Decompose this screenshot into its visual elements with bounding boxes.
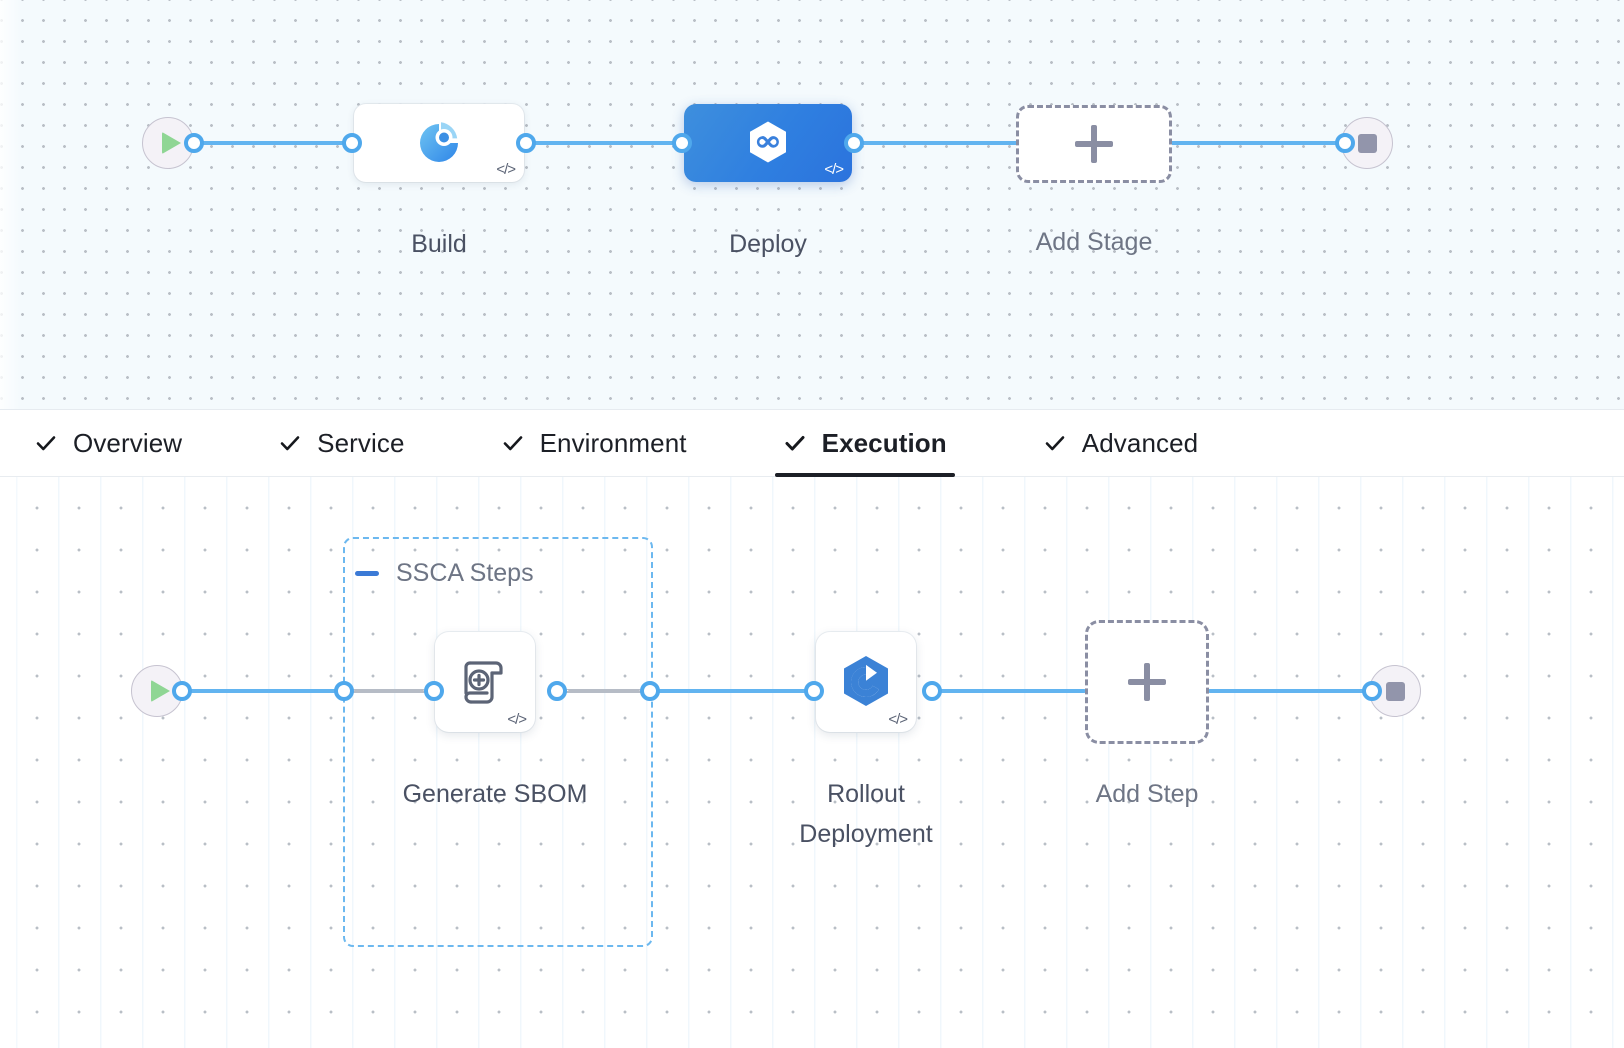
port-rollout-in[interactable]: [804, 681, 824, 701]
stop-icon: [1357, 133, 1377, 153]
step-node-rollout-deployment[interactable]: </>: [816, 632, 916, 732]
sbom-scroll-icon: [464, 661, 503, 704]
tab-label: Environment: [539, 427, 687, 458]
step-group-header[interactable]: SSCA Steps: [355, 559, 534, 588]
tab-environment[interactable]: Environment: [495, 410, 693, 477]
port-end-in[interactable]: [1335, 133, 1355, 153]
stage-node-build[interactable]: </>: [354, 104, 524, 182]
add-step-button[interactable]: [1085, 620, 1209, 744]
port-build-out[interactable]: [516, 133, 536, 153]
code-badge-icon: </>: [507, 711, 527, 728]
connector-deploy-to-addstage: [838, 141, 1028, 145]
connector-build-to-deploy: [512, 141, 702, 145]
tab-label: Overview: [73, 427, 183, 458]
tab-advanced[interactable]: Advanced: [1037, 410, 1204, 477]
port-sbom-in[interactable]: [424, 681, 444, 701]
minus-icon[interactable]: [355, 571, 379, 576]
connector-sbom-to-groupout: [564, 689, 644, 693]
step-group-title: SSCA Steps: [396, 559, 534, 587]
check-icon: [785, 436, 805, 451]
tab-service[interactable]: Service: [272, 410, 410, 477]
tab-label: Service: [317, 427, 405, 458]
check-icon: [503, 436, 522, 451]
port-deploy-in[interactable]: [672, 133, 692, 153]
stage-label-deploy: Deploy: [729, 230, 807, 258]
plus-icon: [1128, 663, 1166, 701]
plus-icon: [1075, 125, 1113, 163]
check-icon: [1045, 436, 1065, 451]
connector-addstep-to-end: [1208, 689, 1368, 693]
add-step-label: Add Step: [1095, 780, 1199, 808]
tab-label: Execution: [821, 427, 947, 458]
code-badge-icon: </>: [824, 161, 844, 178]
stage-config-tabs[interactable]: Overview Service Environment Execution A…: [0, 410, 1624, 477]
add-stage-label: Add Stage: [1035, 228, 1153, 256]
tab-execution[interactable]: Execution: [774, 410, 955, 477]
port-steps-end-in[interactable]: [1362, 681, 1382, 701]
port-rollout-out[interactable]: [922, 681, 942, 701]
tab-label: Advanced: [1081, 427, 1199, 458]
port-group-out[interactable]: [640, 681, 660, 701]
step-node-generate-sbom[interactable]: </>: [435, 632, 535, 732]
port-deploy-out[interactable]: [844, 133, 864, 153]
tab-overview[interactable]: Overview: [28, 410, 188, 477]
connector-group-to-rollout: [652, 689, 814, 693]
step-label-generate-sbom: Generate SBOM: [402, 780, 588, 808]
step-group-ssca[interactable]: [343, 537, 653, 947]
connector-rollout-to-addstep: [930, 689, 1086, 693]
port-sbom-out[interactable]: [547, 681, 567, 701]
pipeline-start-node[interactable]: [142, 117, 194, 169]
stage-label-build: Build: [411, 230, 467, 258]
connector-addstage-to-end: [1160, 141, 1360, 145]
build-pie-icon: [420, 122, 458, 162]
play-icon: [150, 680, 170, 702]
connector-start-to-group: [176, 689, 346, 693]
port-start-out[interactable]: [184, 133, 204, 153]
code-badge-icon: </>: [496, 161, 516, 178]
play-icon: [161, 132, 181, 154]
execution-steps-canvas[interactable]: SSCA Steps </> Generate SBOM: [0, 477, 1624, 1048]
stop-icon: [1385, 681, 1405, 701]
port-build-in[interactable]: [342, 133, 362, 153]
port-group-in[interactable]: [334, 681, 354, 701]
check-icon: [280, 436, 300, 451]
connector-start-to-build: [186, 141, 362, 145]
step-label-rollout-deployment: Rollout Deployment: [799, 780, 933, 848]
harness-infinity-icon: [750, 121, 786, 163]
port-steps-start-out[interactable]: [172, 681, 192, 701]
connector-group-to-sbom: [350, 689, 428, 693]
code-badge-icon: </>: [888, 711, 908, 728]
stage-pipeline-canvas[interactable]: </> Build </> Deploy Add Stage: [0, 0, 1624, 410]
stage-node-deploy[interactable]: </>: [684, 104, 852, 182]
rollout-hexagon-icon: [844, 656, 888, 706]
check-icon: [36, 436, 56, 451]
add-stage-button[interactable]: [1016, 105, 1172, 183]
